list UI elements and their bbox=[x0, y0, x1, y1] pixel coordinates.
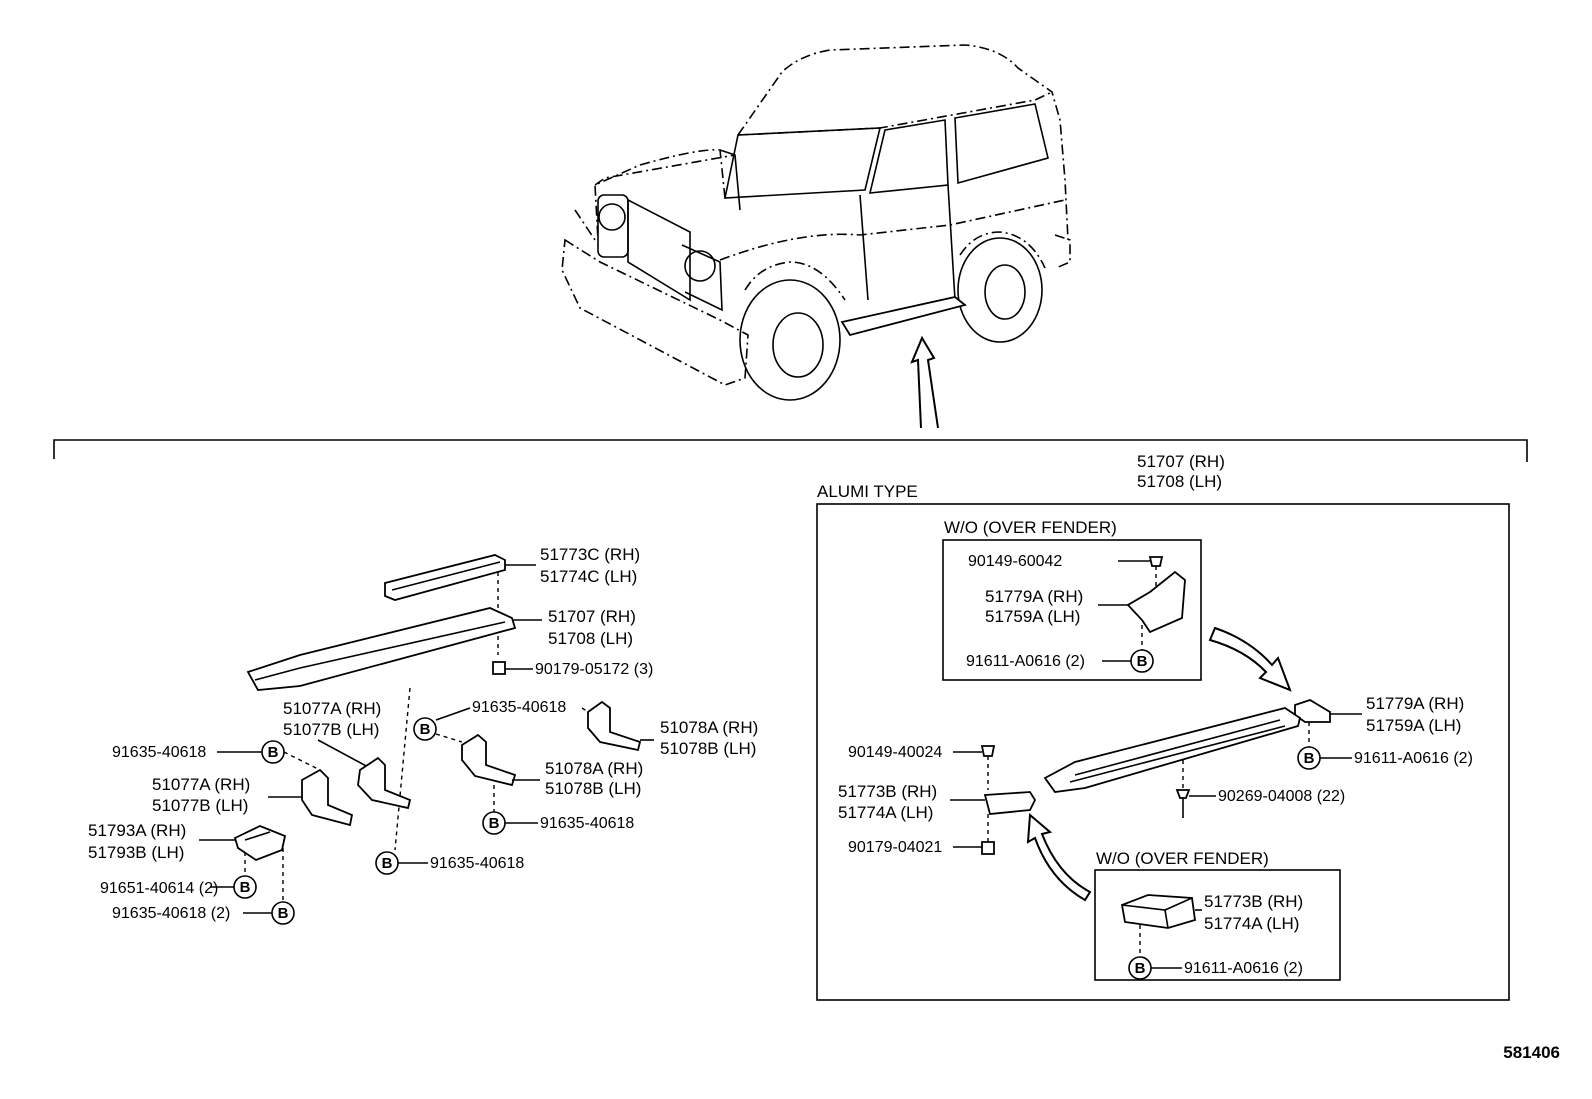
center-bolt-label: 91635-40618 bbox=[430, 855, 524, 872]
wo-bottom-title: W/O (OVER FENDER) bbox=[1096, 849, 1269, 868]
bracket-a-top-lh-label: 51077B (LH) bbox=[283, 720, 379, 739]
marker-b-letter: B bbox=[268, 744, 279, 761]
figure-number: 581406 bbox=[1503, 1043, 1560, 1062]
mid-top-bolt-label: 91635-40618 bbox=[472, 699, 566, 716]
front-cover-lh-label: 51774A (LH) bbox=[838, 803, 933, 822]
marker-b-letter: B bbox=[382, 855, 393, 872]
marker-b-letter: B bbox=[240, 879, 251, 896]
front-cover-wo-part bbox=[1120, 894, 1196, 929]
trim-lh-label: 51774C (LH) bbox=[540, 567, 637, 586]
bracket-b-rh-label: 51078A (RH) bbox=[545, 759, 643, 778]
marker-b-letter: B bbox=[1137, 653, 1148, 670]
step-trim-part bbox=[384, 554, 506, 601]
step-rh-label: 51707 (RH) bbox=[548, 607, 636, 626]
rear-cover-lh-label: 51759A (LH) bbox=[1366, 716, 1461, 735]
curved-arrow-icon bbox=[1026, 812, 1092, 902]
bracket-a-lh-label: 51077B (LH) bbox=[152, 796, 248, 815]
alumi-step-rh-label: 51707 (RH) bbox=[1137, 452, 1225, 471]
rear-clip-label: 91611-A0616 (2) bbox=[1354, 750, 1473, 767]
left-bolt-label: 91635-40618 bbox=[112, 744, 206, 761]
wo-top-screw-label: 90149-60042 bbox=[968, 553, 1062, 570]
step-lh-label: 51708 (LH) bbox=[548, 629, 633, 648]
bracket-b-lh-label: 51078B (LH) bbox=[545, 779, 641, 798]
bracket-b-top-rh-label: 51078A (RH) bbox=[660, 718, 758, 737]
nut-icon bbox=[981, 841, 995, 855]
marker-b-circle bbox=[413, 717, 437, 741]
wo-top-title: W/O (OVER FENDER) bbox=[944, 518, 1117, 537]
marker-b-circle bbox=[1130, 649, 1154, 673]
front-step-cover-part bbox=[983, 791, 1037, 815]
vehicle-illustration bbox=[561, 44, 1071, 429]
rear-cover-rh-label: 51779A (RH) bbox=[1366, 694, 1464, 713]
standard-type-group: 51773C (RH) 51774C (LH) 51707 (RH) 51708… bbox=[88, 545, 758, 925]
nut-label: 90179-05172 (3) bbox=[535, 661, 653, 678]
marker-b-letter: B bbox=[278, 905, 289, 922]
alumi-type-panel: ALUMI TYPE 51707 (RH) 51708 (LH) W/O (OV… bbox=[816, 452, 1510, 1001]
alumi-step-lh-label: 51708 (LH) bbox=[1137, 472, 1222, 491]
bracket-a-top-part bbox=[357, 756, 412, 810]
marker-b-letter: B bbox=[1304, 750, 1315, 767]
bracket-a-top-rh-label: 51077A (RH) bbox=[283, 699, 381, 718]
wo-bottom-clip-label: 91611-A0616 (2) bbox=[1184, 960, 1303, 977]
curved-arrow-icon bbox=[1208, 626, 1292, 692]
marker-b-letter: B bbox=[420, 721, 431, 738]
bracket-a-rh-label: 51077A (RH) bbox=[152, 775, 250, 794]
bracket-b-top-lh-label: 51078B (LH) bbox=[660, 739, 756, 758]
marker-b-circle bbox=[271, 901, 295, 925]
rivet-icon bbox=[1175, 789, 1191, 799]
over-fender-cover-part bbox=[1126, 570, 1186, 634]
marker-b-letter: B bbox=[1135, 960, 1146, 977]
marker-b-letter: B bbox=[489, 815, 500, 832]
bracket-c-part bbox=[233, 825, 287, 862]
screw-icon bbox=[1148, 556, 1164, 567]
bracket-c-rh-label: 51793A (RH) bbox=[88, 821, 186, 840]
front-cover-rh-label: 51773B (RH) bbox=[838, 782, 937, 801]
front-screw-label: 90149-40024 bbox=[848, 744, 942, 761]
bracket-b-top-part bbox=[587, 700, 642, 752]
bracket-c-lh-label: 51793B (LH) bbox=[88, 843, 184, 862]
rivet-label: 90269-04008 (22) bbox=[1218, 788, 1345, 805]
bracket-b-part bbox=[461, 733, 517, 787]
front-nut-label: 90179-04021 bbox=[848, 839, 942, 856]
bolt-c2-label: 91635-40618 (2) bbox=[112, 905, 230, 922]
nut-icon bbox=[492, 661, 506, 675]
wo-top-clip-label: 91611-A0616 (2) bbox=[966, 653, 1085, 670]
wo-top-cover-lh-label: 51759A (LH) bbox=[985, 607, 1080, 626]
trim-rh-label: 51773C (RH) bbox=[540, 545, 640, 564]
wo-bottom-cover-lh-label: 51774A (LH) bbox=[1204, 914, 1299, 933]
bracket-a-part bbox=[301, 768, 354, 827]
alumi-type-title: ALUMI TYPE bbox=[817, 482, 918, 501]
mid-bottom-bolt-label: 91635-40618 bbox=[540, 815, 634, 832]
group-bracket-line bbox=[53, 439, 1528, 462]
bolt-c1-label: 91651-40614 (2) bbox=[100, 880, 218, 897]
wo-top-cover-rh-label: 51779A (RH) bbox=[985, 587, 1083, 606]
marker-b-circle bbox=[233, 875, 257, 899]
alumi-step-board-part bbox=[1043, 707, 1302, 793]
wo-bottom-cover-rh-label: 51773B (RH) bbox=[1204, 892, 1303, 911]
screw-icon bbox=[980, 745, 996, 757]
